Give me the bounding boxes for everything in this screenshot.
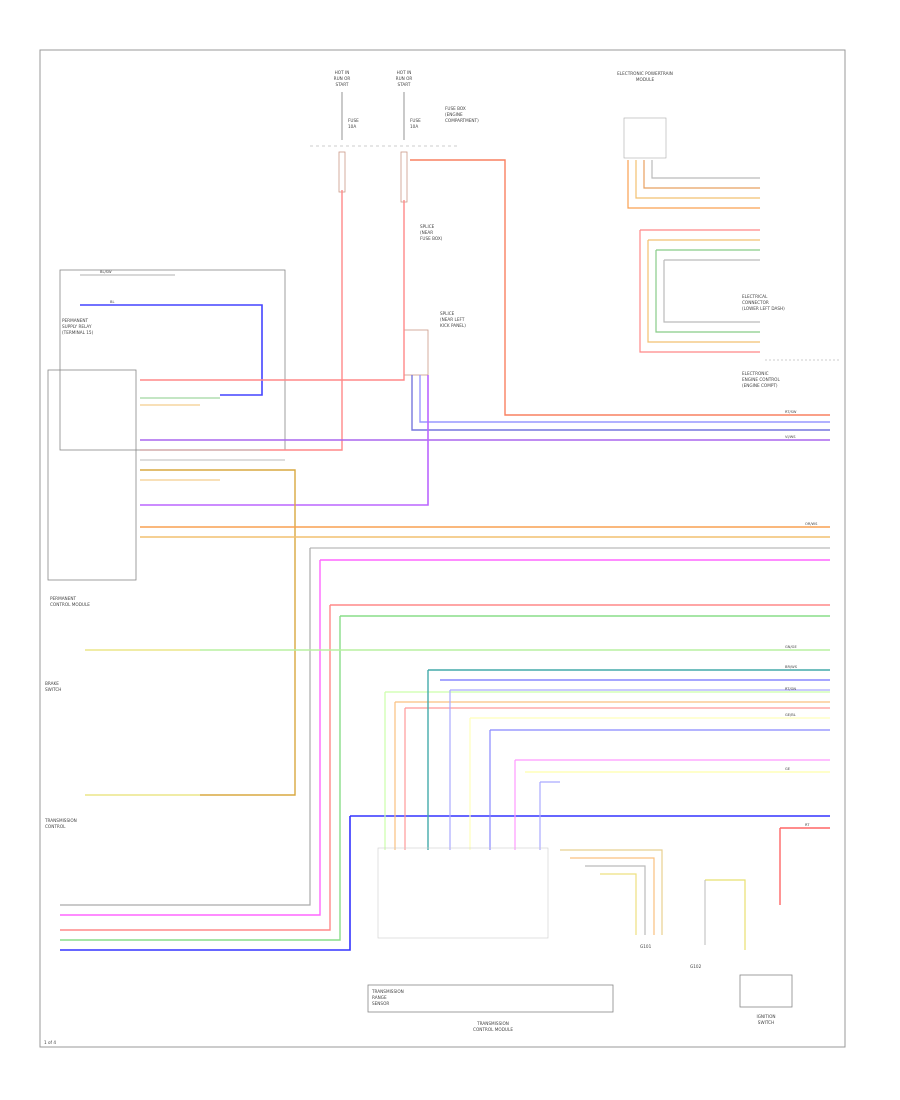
fuse-box-desc-1: FUSE BOX [445,106,466,111]
splice-b-connector [403,329,429,376]
right-module-2-line-1: ELECTRONIC [742,371,769,376]
lower-left-box-line-1: PERMANENT [50,596,76,601]
splice-b-label-1: SPLICE [440,311,455,316]
fuse-box-desc-2: (ENGINE [445,112,463,117]
permanent-box-line-2: SUPPLY RELAY [62,324,92,329]
wire-code-ge-bl: GE/BL [785,713,796,717]
splice-b-label-3: KICK PANEL) [440,323,466,328]
permanent-supply-box [59,269,286,451]
top-right-connector [623,117,667,159]
transmission-range-box [367,984,614,1013]
hot-label-1-line-2: RUN OR [334,76,351,81]
wire-code-rt: RT [805,823,810,827]
left-tag-1-line-2: SWITCH [45,687,61,692]
ground-label-1: G101 [640,944,652,949]
bottom-center-label-2: CONTROL MODULE [473,1027,513,1032]
hot-label-2-line-3: START [398,82,411,87]
right-module-2-line-2: ENGINE CONTROL [742,377,780,382]
top-right-module-line-1: ELECTRONIC POWERTRAIN [617,71,673,76]
bottom-connector-block [377,847,549,939]
left-tag-2-line-2: CONTROL [45,824,66,829]
hot-label-1-line-3: START [336,82,349,87]
fuse-left-label-1: FUSE [348,118,359,123]
fuse-right-label-2: 10A [410,124,418,129]
ignition-switch-box [739,974,793,1008]
bottom-components: TRANSMISSION RANGE SENSOR TRANSMISSION C… [367,847,793,1032]
bottom-center-box-line-1: TRANSMISSION [371,989,404,994]
wire-code-bl-sw: BL/SW [100,270,112,274]
fuse-right-label-1: FUSE [410,118,421,123]
left-tag-1-line-1: BRAKE [45,681,59,686]
right-module-1-line-2: CONNECTOR [742,300,769,305]
left-tag-2-line-1: TRANSMISSION [44,818,77,823]
hot-label-2-line-1: HOT IN [397,70,412,75]
left-fuse-connector [338,151,346,193]
lower-left-box-line-2: CONTROL MODULE [50,602,90,607]
right-module-2-line-3: (ENGINE COMPT) [742,383,778,388]
wire-set: BL BL/SW RT/SW VI/WS OR/WS [60,159,830,951]
diagram-frame [39,49,846,1048]
top-right-module-line-2: MODULE [636,77,655,82]
wire-code-gn-ge: GN/GE [785,645,797,649]
wire-code-br-ws: BR/WS [785,665,798,669]
hot-label-2-line-2: RUN OR [396,76,413,81]
right-modules: ELECTRICAL CONNECTOR (LOWER LEFT DASH) E… [639,229,840,388]
bottom-center-label-1: TRANSMISSION [476,1021,509,1026]
control-module-box [47,369,137,581]
ignition-switch-line-2: SWITCH [758,1020,774,1025]
wire-code-ge: GE [785,767,791,771]
splice-b-label-2: (NEAR LEFT [440,317,465,322]
hot-label-1-line-1: HOT IN [335,70,350,75]
footer-code: 1 of 4 [44,1040,56,1045]
wire-code-bl: BL [110,300,114,304]
splice-a-label-1: SPLICE [420,224,435,229]
bottom-center-box-line-2: RANGE [372,995,387,1000]
right-module-1-line-3: (LOWER LEFT DASH) [742,306,785,311]
fuse-left-label-2: 10A [348,124,356,129]
ignition-switch-line-1: IGNITION [756,1014,775,1019]
splice-a-label-3: FUSE BOX) [420,236,443,241]
permanent-box-line-1: PERMANENT [62,318,88,323]
wire-code-rt-sw: RT/SW [785,410,797,414]
ground-label-2: G102 [690,964,702,969]
wire-code-rt-gn: RT/GN [785,687,796,691]
right-module-1-line-1: ELECTRICAL [742,294,768,299]
fuse-area: HOT IN RUN OR START HOT IN RUN OR START … [310,70,479,376]
wire-code-or-ws: OR/WS [805,522,818,526]
right-fuse-connector [400,151,408,203]
splice-a-label-2: (NEAR [420,230,433,235]
permanent-box-line-3: (TERMINAL 15) [62,330,94,335]
left-modules: PERMANENT SUPPLY RELAY (TERMINAL 15) PER… [44,269,286,829]
fuse-box-desc-3: COMPARTMENT) [445,118,479,123]
top-right-module: ELECTRONIC POWERTRAIN MODULE [617,71,760,209]
bottom-center-box-line-3: SENSOR [372,1001,389,1006]
wire-code-vi-ws: VI/WS [785,435,796,439]
